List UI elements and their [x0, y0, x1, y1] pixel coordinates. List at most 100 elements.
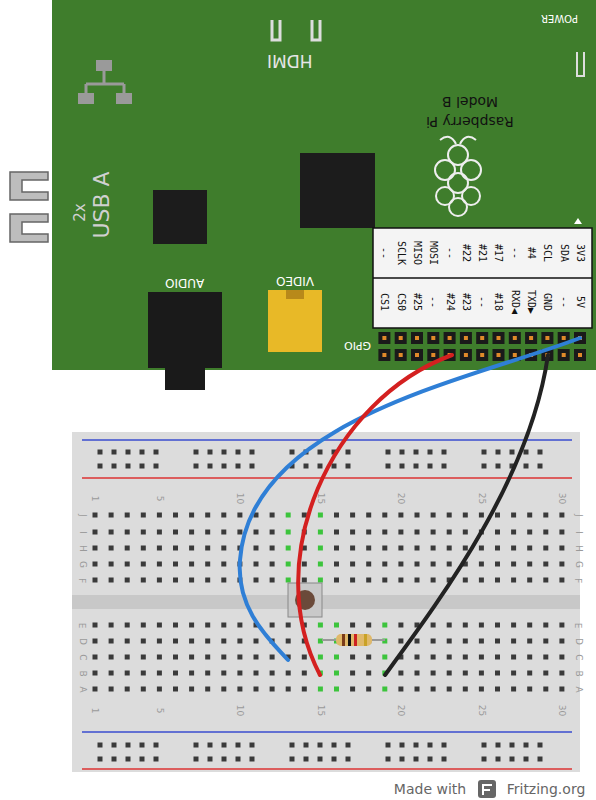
breadboard-hole: [382, 623, 387, 628]
pi-board: [52, 0, 596, 370]
row-letter: A: [573, 686, 582, 692]
breadboard-hole: [254, 562, 259, 567]
rail-hole: [304, 464, 309, 469]
rail-hole: [222, 450, 227, 455]
rail-hole: [538, 450, 543, 455]
breadboard-hole: [141, 530, 146, 535]
rail-hole: [318, 757, 323, 762]
breadboard-hole: [173, 655, 178, 660]
rail-hole: [112, 757, 117, 762]
breadboard-hole: [479, 655, 484, 660]
rail-hole: [194, 743, 199, 748]
column-number: 20: [396, 704, 405, 715]
breadboard-hole: [205, 530, 210, 535]
rail-hole: [386, 464, 391, 469]
breadboard-hole: [495, 655, 500, 660]
breadboard-hole: [398, 687, 403, 692]
gpio-pin: [574, 349, 586, 361]
breadboard-hole: [382, 578, 387, 583]
gpio-pin-tip: [431, 353, 435, 357]
breadboard-hole: [511, 578, 516, 583]
breadboard-hole: [93, 546, 98, 551]
breadboard-hole: [318, 513, 323, 518]
gpio-pin-tip: [578, 353, 582, 357]
breadboard-hole: [559, 546, 564, 551]
breadboard-hole: [141, 639, 146, 644]
row-letter: B: [574, 670, 583, 676]
rail-hole: [290, 757, 295, 762]
gpio-pin-tip: [415, 336, 419, 340]
breadboard-hole: [350, 578, 355, 583]
breadboard-hole: [125, 655, 130, 660]
breadboard-hole: [463, 639, 468, 644]
breadboard-hole: [270, 562, 275, 567]
breadboard-hole: [495, 513, 500, 518]
rail-hole: [346, 757, 351, 762]
gpio-pin-tip: [464, 353, 468, 357]
rail-hole: [538, 757, 543, 762]
rail-hole: [386, 743, 391, 748]
breadboard-hole: [237, 513, 242, 518]
usb-chip: [153, 190, 207, 244]
breadboard-hole: [431, 546, 436, 551]
row-letter: F: [574, 577, 583, 582]
breadboard-hole: [527, 513, 532, 518]
breadboard-hole: [415, 671, 420, 676]
pin-name: CS1: [379, 293, 389, 311]
rail-hole: [524, 464, 529, 469]
rail-hole: [496, 464, 501, 469]
rail-hole: [400, 450, 405, 455]
breadboard-hole: [398, 513, 403, 518]
breadboard-hole: [173, 671, 178, 676]
gpio-pin-tip: [415, 353, 419, 357]
breadboard-hole: [398, 623, 403, 628]
breadboard-hole: [157, 562, 162, 567]
breadboard-hole: [221, 655, 226, 660]
breadboard-hole: [334, 546, 339, 551]
breadboard-hole: [141, 513, 146, 518]
breadboard-hole: [254, 546, 259, 551]
fritzing-logo: [478, 780, 496, 798]
rail-hole: [538, 743, 543, 748]
breadboard-hole: [125, 562, 130, 567]
rail-hole: [442, 450, 447, 455]
breadboard-hole: [318, 578, 323, 583]
rail-hole: [386, 757, 391, 762]
breadboard-hole: [157, 671, 162, 676]
rail-hole: [346, 743, 351, 748]
breadboard-hole: [479, 513, 484, 518]
breadboard-hole: [254, 687, 259, 692]
pin-name: #21: [477, 244, 487, 262]
gpio-pin-tip: [480, 353, 484, 357]
breadboard-hole: [431, 513, 436, 518]
breadboard-hole: [125, 530, 130, 535]
rail-hole: [126, 743, 131, 748]
row-letter: E: [78, 622, 87, 628]
video-jack: [268, 290, 322, 352]
rail-hole: [222, 464, 227, 469]
breadboard-hole: [431, 562, 436, 567]
board-name: Raspberry Pi: [426, 115, 514, 129]
breadboard-hole: [527, 623, 532, 628]
breadboard-hole: [270, 546, 275, 551]
breadboard-hole: [125, 513, 130, 518]
power-connector: [577, 52, 584, 76]
breadboard-hole: [334, 687, 339, 692]
pin-name: #23: [461, 293, 471, 311]
breadboard-hole: [447, 562, 452, 567]
pin-name: GND: [542, 293, 552, 311]
breadboard-hole: [382, 513, 387, 518]
breadboard-hole: [173, 513, 178, 518]
breadboard-hole: [431, 655, 436, 660]
breadboard-hole: [93, 655, 98, 660]
connector-label: VIDEO: [276, 275, 314, 287]
column-number: 25: [477, 704, 486, 715]
breadboard-hole: [382, 655, 387, 660]
breadboard-hole: [141, 655, 146, 660]
breadboard: [72, 432, 580, 772]
pin-name: --: [379, 247, 389, 259]
rail-hole: [290, 450, 295, 455]
rail-hole: [442, 743, 447, 748]
breadboard-hole: [157, 546, 162, 551]
breadboard-hole: [463, 513, 468, 518]
